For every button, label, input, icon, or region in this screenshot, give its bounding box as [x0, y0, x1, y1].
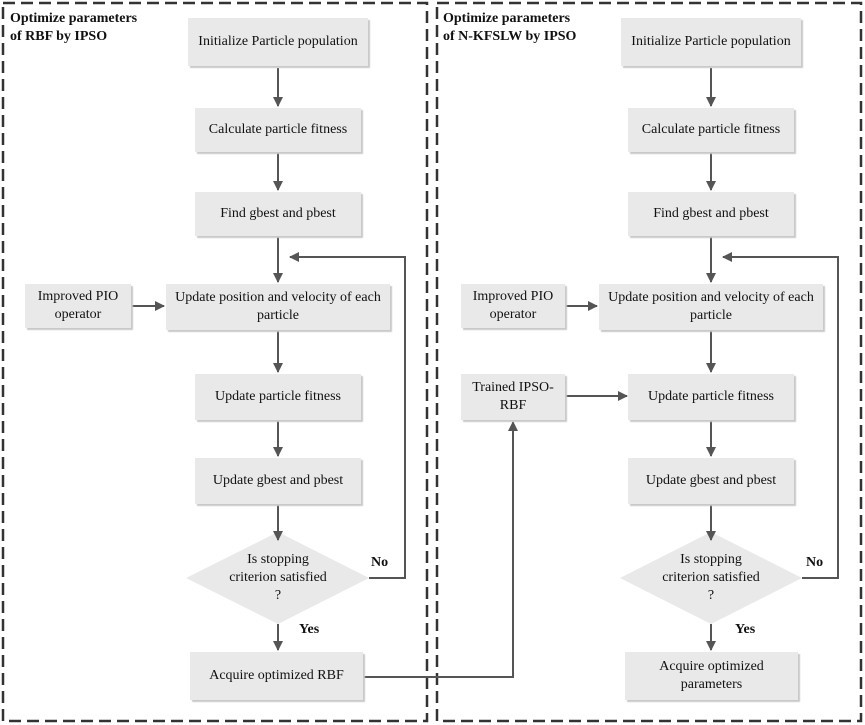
right-decision-text: Is stopping criterion satisfied ? [662, 552, 760, 603]
left-calc-box: Calculate particle fitness [195, 108, 361, 152]
left-decision-text: Is stopping criterion satisfied ? [229, 552, 327, 603]
left-panel-border [1, 1, 429, 723]
right-panel-border [435, 1, 863, 723]
left-panel-title-line2: of RBF by IPSO [10, 29, 108, 44]
right-update-position-box: Update position and velocity of each par… [599, 284, 823, 330]
left-panel-title-line1: Optimize parameters [10, 11, 138, 26]
right-decision-diamond [620, 532, 802, 624]
right-panel-title-line2: of N-KFSLW by IPSO [443, 29, 577, 44]
right-panel-title-line1: Optimize parameters [443, 11, 571, 26]
right-find-box: Find gbest and pbest [628, 192, 794, 236]
right-pio-box: Improved PIO operator [461, 284, 565, 328]
right-update-fitness-box: Update particle fitness [628, 374, 794, 420]
left-yes-label: Yes [299, 622, 320, 637]
left-no-label: No [371, 555, 389, 570]
right-yes-label: Yes [735, 622, 756, 637]
left-update-best-box: Update gbest and pbest [195, 458, 361, 504]
left-find-box: Find gbest and pbest [195, 192, 361, 236]
right-no-label: No [806, 555, 824, 570]
right-trained-box: Trained IPSO-RBF [461, 374, 565, 420]
left-init-box: Initialize Particle population [188, 18, 368, 66]
right-calc-box: Calculate particle fitness [628, 108, 794, 152]
left-panel-title: Optimize parameters of RBF by IPSO [10, 10, 137, 46]
right-init-box: Initialize Particle population [621, 18, 801, 66]
cross-arrow-rbf-trained [363, 421, 518, 678]
left-update-fitness-box: Update particle fitness [195, 374, 361, 420]
right-no-loop [722, 252, 839, 579]
left-no-loop [289, 252, 406, 579]
left-decision-diamond [186, 532, 369, 624]
right-acquire-box: Acquire optimized parameters [625, 652, 798, 700]
right-panel-title: Optimize parameters of N-KFSLW by IPSO [443, 10, 576, 46]
left-acquire-box: Acquire optimized RBF [190, 652, 363, 700]
left-update-position-box: Update position and velocity of each par… [166, 284, 390, 330]
left-pio-box: Improved PIO operator [25, 284, 131, 328]
right-update-best-box: Update gbest and pbest [628, 458, 794, 504]
